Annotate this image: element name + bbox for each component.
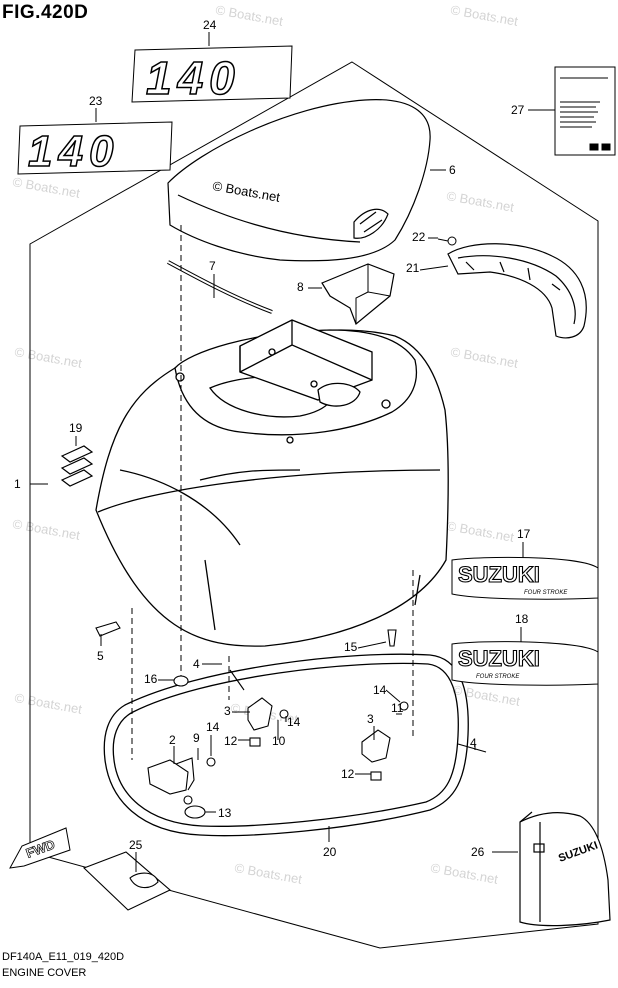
callout-label-2: 2 [169,733,176,747]
callout-label-14: 14 [206,720,220,734]
callout-label-10: 10 [272,734,286,748]
callout-label-4: 4 [193,657,200,671]
callout-label-3: 3 [224,704,231,718]
assembly-outline [29,61,599,949]
callout-leader-21 [419,265,449,271]
watermark-tile: © Boats.net [233,860,303,887]
callout-label-6: 6 [449,163,456,177]
storage-cover: SUZUKI [519,811,611,927]
watermark-tile: © Boats.net [13,690,83,717]
callout-label-25: 25 [129,838,143,852]
callout-label-14: 14 [373,683,387,697]
callout-label-19: 19 [69,421,83,435]
callout-label-11: 11 [391,701,404,715]
model-decal-bottom: 140 [17,121,173,177]
callout-label-24: 24 [203,18,217,32]
watermark-tile: © Boats.net [11,174,81,201]
callout-label-1: 1 [14,477,21,491]
watermark-tile: © Boats.net [445,518,515,545]
figure-caption: ENGINE COVER [2,967,87,979]
owners-manual [554,66,616,156]
callout-label-18: 18 [515,612,529,626]
watermark-tile: © Boats.net [13,344,83,371]
suzuki-decal-lower: SUZUKI FOUR STROKE [451,641,599,686]
callout-label-9: 9 [193,731,200,745]
tool-bag [82,851,171,911]
callout-label-13: 13 [218,806,232,820]
callout-label-16: 16 [144,672,158,686]
callout-label-8: 8 [297,280,304,294]
suzuki-decal-upper: SUZUKI FOUR STROKE [451,556,599,600]
engine-cover [95,319,449,647]
watermark-tile: © Boats.net [11,516,81,543]
callout-label-12: 12 [224,734,238,748]
callout-label-15: 15 [344,640,358,654]
suzuki-decal-lower-sub: FOUR STROKE [476,674,520,680]
model-decal-bottom-text: 140 [28,127,119,176]
screw [437,236,457,246]
callout-label-7: 7 [209,259,216,273]
callout-label-27: 27 [511,103,525,117]
callout-label-22: 22 [412,230,426,244]
callout-label-12: 12 [341,767,355,781]
top-cover [167,99,431,262]
watermark-tile: © Boats.net [445,188,515,215]
suzuki-decal-upper-sub: FOUR STROKE [524,590,568,596]
watermark-tile: © Boats.net [449,2,519,29]
callout-label-20: 20 [323,845,337,859]
handle [447,243,587,339]
callout-leader-14 [385,689,401,703]
callout-label-17: 17 [517,527,531,541]
callout-label-3: 3 [367,712,374,726]
callout-label-4: 4 [470,736,477,750]
callout-label-23: 23 [89,94,103,108]
callout-leader-15 [357,641,387,649]
callout-label-14: 14 [287,715,301,729]
watermark-tile: © Boats.net [449,344,519,371]
watermark-tile: © Boats.net [451,682,521,709]
figure-code: DF140A_E11_019_420D [2,951,125,963]
callout-label-5: 5 [97,649,104,663]
fwd-indicator: FWD [9,827,71,869]
watermark-tile: © Boats.net [214,2,284,29]
model-decal-top-text: 140 [146,52,241,104]
suzuki-decal-lower-text: SUZUKI [458,646,540,671]
callout-label-26: 26 [471,845,485,859]
seal-ring [103,653,469,837]
assembly-lines [131,225,414,760]
bracket [321,263,395,325]
lock-left [147,757,195,805]
lock-right [247,697,391,763]
suzuki-emblem [60,445,94,487]
suzuki-decal-upper-text: SUZUKI [458,562,540,587]
figure-title: FIG.420D [2,2,89,23]
watermark-tile: © Boats.net [429,860,499,887]
model-decal-top: 140 [131,45,293,105]
callout-label-21: 21 [406,261,420,275]
fasteners [95,621,487,819]
